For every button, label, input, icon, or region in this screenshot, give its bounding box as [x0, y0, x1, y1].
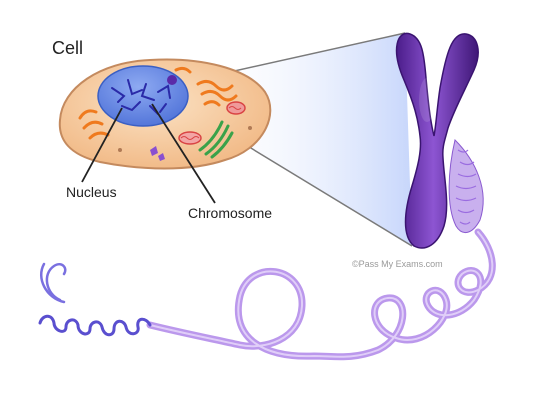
- cell-title: Cell: [52, 38, 84, 58]
- mitochondria-icon: [178, 101, 246, 145]
- vesicle-icon: [118, 71, 252, 161]
- dna-coil-icon: [38, 228, 496, 361]
- endoplasmic-reticulum-icon: [78, 66, 238, 140]
- nucleus-label: Nucleus: [66, 184, 117, 200]
- chromosome-label: Chromosome: [188, 205, 273, 221]
- nucleolus: [167, 75, 177, 85]
- nucleus-pointer: [81, 107, 123, 183]
- chromosome-pointer: [151, 103, 216, 204]
- chromosome-icon: [395, 32, 479, 249]
- unwinding-dna-icon: [448, 139, 484, 233]
- golgi-icon: [198, 120, 234, 159]
- cell-icon: [58, 58, 272, 170]
- credit-watermark: ©Pass My Exams.com: [352, 259, 443, 269]
